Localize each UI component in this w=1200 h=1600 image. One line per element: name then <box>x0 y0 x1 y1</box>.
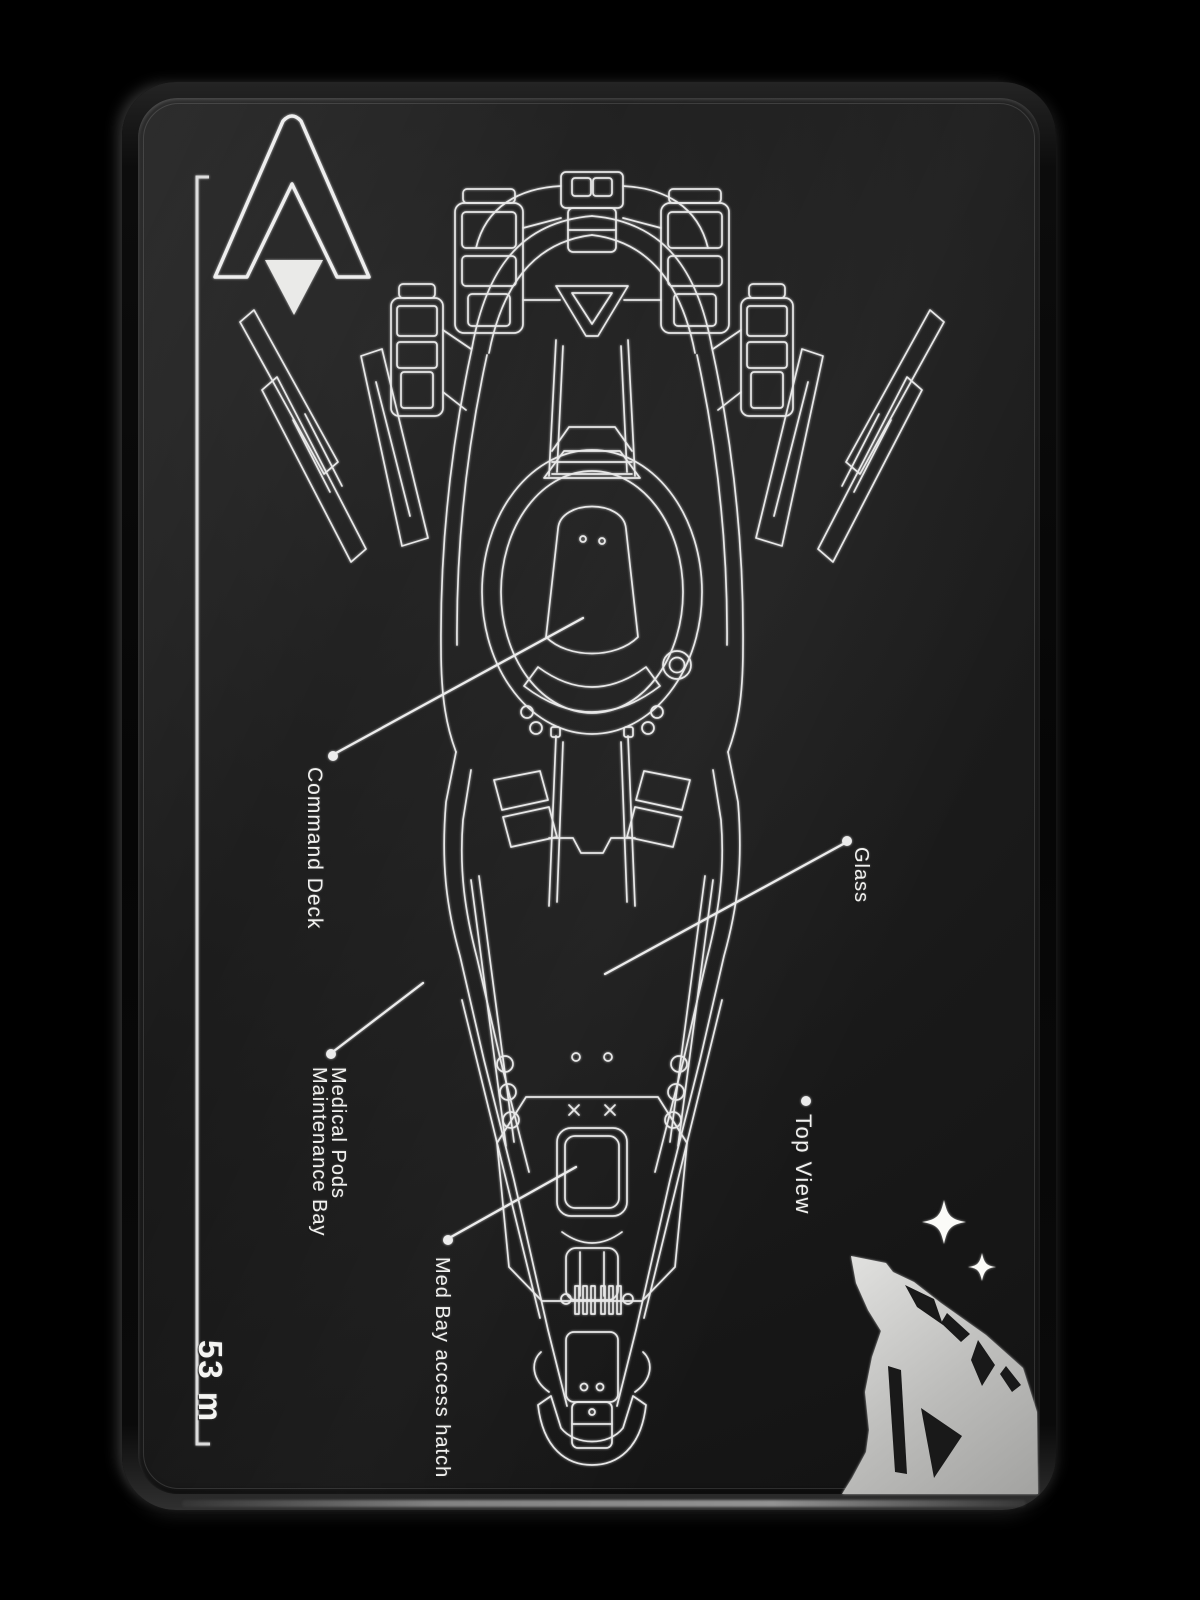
label-medical-pods-maintenance-bay: Medical Pods Maintenance Bay <box>308 1067 349 1237</box>
label-glass: Glass <box>850 847 872 904</box>
label-command-deck: Command Deck <box>303 767 326 930</box>
polar-bear-icon <box>842 1256 1038 1494</box>
command-deck-dome <box>481 449 703 735</box>
label-medical-pods-line2: Maintenance Bay <box>308 1067 330 1237</box>
label-top-view: Top View <box>791 1114 816 1215</box>
sparkle-star-icon <box>922 1200 966 1244</box>
sparkle-star-icon <box>968 1253 996 1281</box>
ship-centerline-details <box>481 171 703 1466</box>
label-medical-pods-line1: Medical Pods <box>327 1067 349 1200</box>
scale-length-label: 53 m <box>192 1340 229 1424</box>
anvil-aerospace-logo-icon <box>213 114 371 315</box>
top-view-bullet <box>801 1096 811 1106</box>
med-bay-panel <box>496 1096 688 1302</box>
ship-blueprint <box>239 171 945 1466</box>
med-bay-access-hatch <box>556 1127 628 1217</box>
card-surface <box>138 98 1040 1494</box>
scale-bar <box>195 175 210 1446</box>
callout-leader-lines <box>326 616 852 1245</box>
label-med-bay-access-hatch: Med Bay access hatch <box>431 1257 453 1479</box>
polar-bear-constellation <box>842 1200 1038 1494</box>
